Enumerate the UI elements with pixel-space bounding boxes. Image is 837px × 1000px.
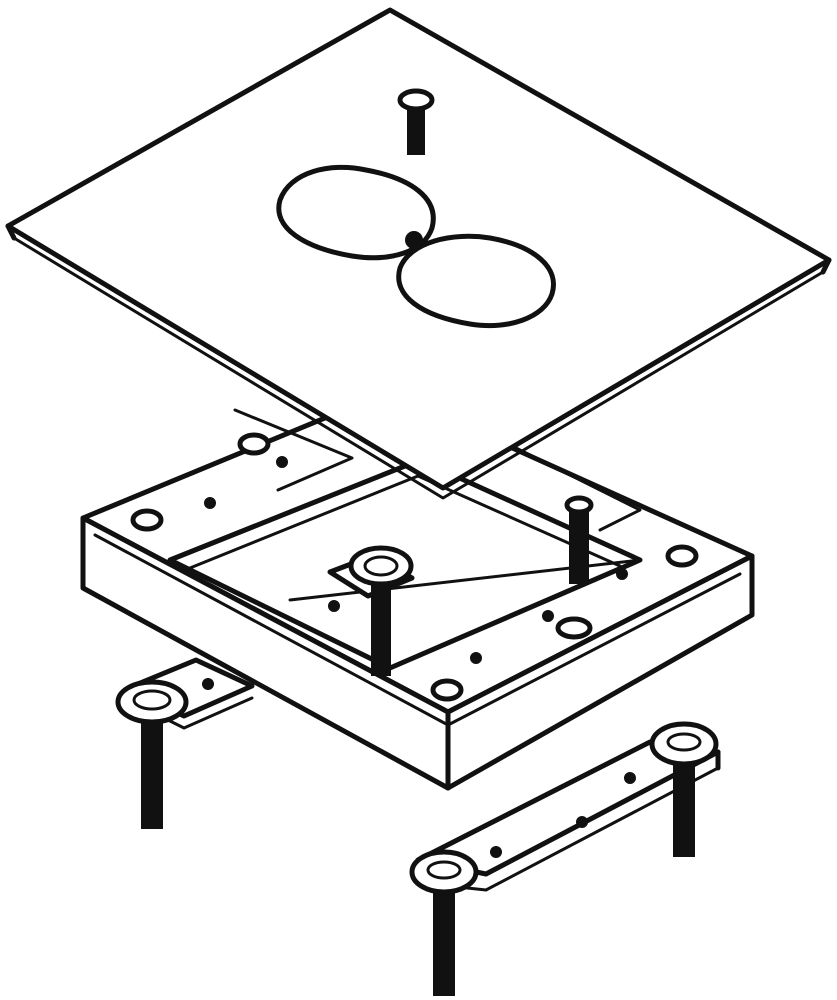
small-hole xyxy=(490,846,502,858)
frame-edge-line xyxy=(446,572,742,727)
small-hole xyxy=(470,652,482,664)
small-hole xyxy=(328,600,340,612)
foot-screw-head-inner xyxy=(132,689,172,711)
small-hole xyxy=(616,568,628,580)
small-hole xyxy=(542,610,554,622)
foot-screw-head xyxy=(649,721,719,767)
cover-plate-edge xyxy=(820,257,832,275)
frame-edge-line xyxy=(93,533,450,727)
corner-hole xyxy=(130,508,164,532)
frame-channel xyxy=(233,408,354,492)
small-hole xyxy=(204,497,216,509)
foot-screw-shaft xyxy=(673,755,695,857)
frame-channel xyxy=(508,443,642,532)
post-head xyxy=(348,545,414,587)
cover-plate xyxy=(5,7,832,500)
cover-plate-edge xyxy=(12,236,825,500)
cover-plate-edge xyxy=(5,223,17,241)
small-hole xyxy=(624,772,636,784)
mounting-post-center xyxy=(327,545,415,676)
post-shaft xyxy=(371,574,391,676)
leveling-foot-right xyxy=(409,721,721,996)
leveling-foot-left xyxy=(115,657,255,829)
foot-screw-shaft xyxy=(141,709,163,829)
cover-screw-head xyxy=(397,88,435,112)
post-head xyxy=(564,495,594,515)
bracket-screw-head xyxy=(409,849,479,895)
small-hole xyxy=(576,816,588,828)
small-hole xyxy=(202,678,214,690)
center-screw-hole xyxy=(405,231,423,249)
foot-screw-head xyxy=(115,679,189,725)
corner-hole xyxy=(665,544,699,568)
post-shaft xyxy=(569,504,589,584)
frame-tab-hole xyxy=(555,616,593,640)
mounting-post-right xyxy=(564,495,594,584)
bracket-screw-head-inner xyxy=(426,860,462,880)
small-hole xyxy=(276,456,288,468)
corner-hole xyxy=(430,678,464,702)
duplex-receptacle-opening xyxy=(276,164,436,261)
cover-screw xyxy=(397,88,435,155)
corner-hole xyxy=(237,432,271,456)
post-head-inner xyxy=(363,555,399,577)
duplex-receptacle-opening xyxy=(396,233,556,329)
foot-screw-head-inner xyxy=(666,732,702,752)
frame-inner-rim xyxy=(188,474,622,570)
bracket-screw-shaft xyxy=(433,879,455,996)
